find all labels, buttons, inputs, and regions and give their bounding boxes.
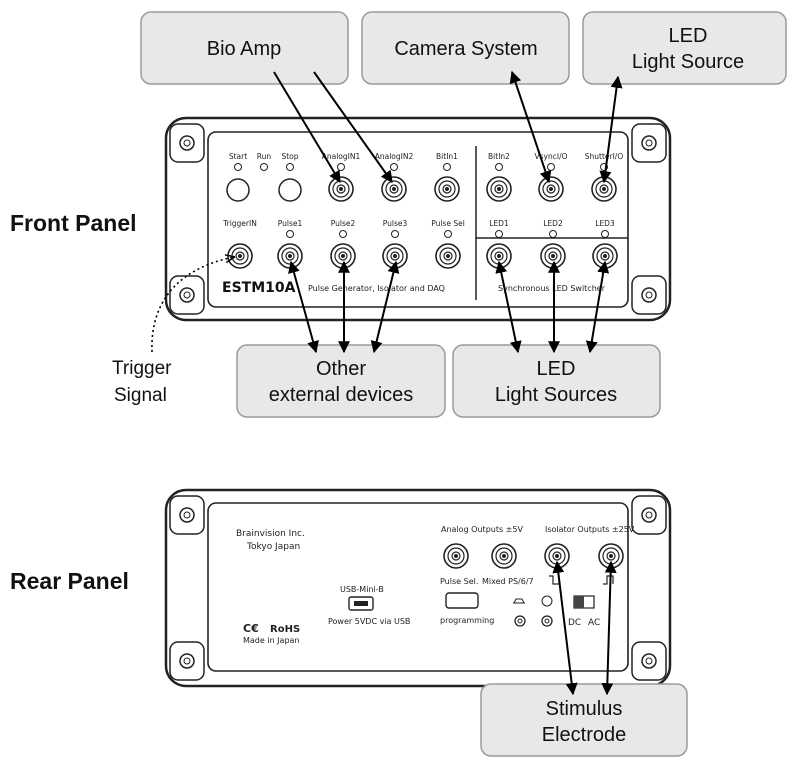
led-source-label-2: Light Source	[632, 51, 744, 73]
led-sources-label-1: LED	[537, 358, 576, 380]
bnc-connectors-row2	[227, 243, 618, 269]
other-devices-label-1: Other	[316, 358, 366, 380]
programming-label: programming	[440, 616, 494, 625]
arrow-led-shutter	[599, 75, 623, 184]
label-bitin1: BitIn1	[436, 152, 458, 161]
dc-ac-switch-knob	[574, 596, 584, 608]
ac-label: AC	[588, 618, 600, 628]
stop-button[interactable]	[278, 178, 302, 202]
arrow-camera-vsync	[509, 70, 552, 184]
label-analogin2: AnalogIN2	[375, 152, 414, 161]
led-source-label-1: LED	[669, 25, 708, 47]
power-label: Power 5VDC via USB	[328, 617, 410, 626]
arrow-iso2-stimulus	[601, 560, 617, 696]
front-panel-device: Start Run Stop AnalogIN1 AnalogIN2 BitIn…	[164, 116, 672, 322]
label-run: Run	[257, 152, 272, 161]
led-sources-box	[452, 344, 661, 418]
label-led2: LED2	[543, 219, 563, 228]
arrow-bioamp-analogin1	[273, 71, 341, 184]
stimulus-label-2: Electrode	[542, 724, 627, 746]
arrow-led1-sources	[495, 260, 522, 354]
trigger-signal-arrow	[151, 257, 234, 353]
led-sources-label-2: Light Sources	[495, 384, 617, 406]
model-name: ESTM10A	[222, 280, 296, 296]
other-devices-label-2: external devices	[269, 384, 414, 406]
bio-amp-box	[140, 11, 349, 85]
maker-name: Brainvision Inc.	[236, 529, 305, 539]
usb-label: USB-Mini-B	[340, 585, 384, 594]
camera-system-box	[361, 11, 570, 85]
trigger-label-2: Signal	[114, 385, 167, 406]
callout-boxes	[140, 11, 787, 757]
stimulus-electrode-box	[480, 683, 688, 757]
arrow-pulse1-other	[288, 260, 319, 354]
subtitle-left: Pulse Generator, Isolator and DAQ	[308, 284, 445, 293]
label-bitin2: BitIn2	[488, 152, 510, 161]
ce-mark: C€	[243, 622, 259, 635]
label-led3: LED3	[595, 219, 615, 228]
label-pulse3: Pulse3	[383, 219, 408, 228]
programming-port[interactable]	[445, 592, 479, 609]
other-devices-box	[236, 344, 446, 418]
trigger-label-1: Trigger	[112, 358, 172, 379]
usb-port-inner	[354, 601, 368, 606]
arrow-led3-sources	[585, 260, 610, 354]
label-start: Start	[229, 152, 247, 161]
start-button[interactable]	[226, 178, 250, 202]
connection-arrows	[273, 70, 623, 696]
label-analogin1: AnalogIN1	[322, 152, 361, 161]
isolator-outputs-label: Isolator Outputs ±25V	[545, 525, 635, 534]
label-pulse1: Pulse1	[278, 219, 303, 228]
arrow-bioamp-analogin2	[313, 71, 393, 183]
subtitle-right: Synchronous LED Switcher	[498, 284, 606, 293]
rear-panel-device: Brainvision Inc. Tokyo Japan USB-Mini-B …	[164, 488, 672, 688]
label-triggerin: TriggerIN	[222, 219, 257, 228]
dc-label: DC	[568, 618, 581, 628]
rear-corner-screw-icons	[169, 495, 667, 681]
label-stop: Stop	[281, 152, 298, 161]
arrow-iso1-stimulus	[552, 560, 578, 696]
rear-small-controls	[513, 595, 553, 627]
label-pulse2: Pulse2	[331, 219, 356, 228]
label-led1: LED1	[489, 219, 509, 228]
made-in-label: Made in Japan	[243, 636, 300, 645]
arrow-pulse3-other	[370, 260, 400, 354]
camera-system-label: Camera System	[394, 38, 537, 60]
mixed-label: Mixed PS/6/7	[482, 577, 534, 586]
led-source-box	[582, 11, 787, 85]
rear-panel-title: Rear Panel	[10, 568, 129, 594]
maker-location: Tokyo Japan	[246, 542, 300, 552]
analog-outputs-label: Analog Outputs ±5V	[441, 525, 523, 534]
bio-amp-label: Bio Amp	[207, 38, 281, 60]
stimulus-label-1: Stimulus	[546, 698, 623, 720]
corner-screw-icons	[169, 123, 667, 315]
front-panel-title: Front Panel	[10, 210, 137, 236]
indicator-leds-row2	[286, 230, 609, 238]
label-pulse-sel: Pulse Sel	[431, 219, 465, 228]
label-shutter: ShutterI/O	[585, 152, 624, 161]
rohs-mark: RoHS	[270, 624, 300, 635]
pulse-sel-label: Pulse Sel.	[440, 577, 478, 586]
